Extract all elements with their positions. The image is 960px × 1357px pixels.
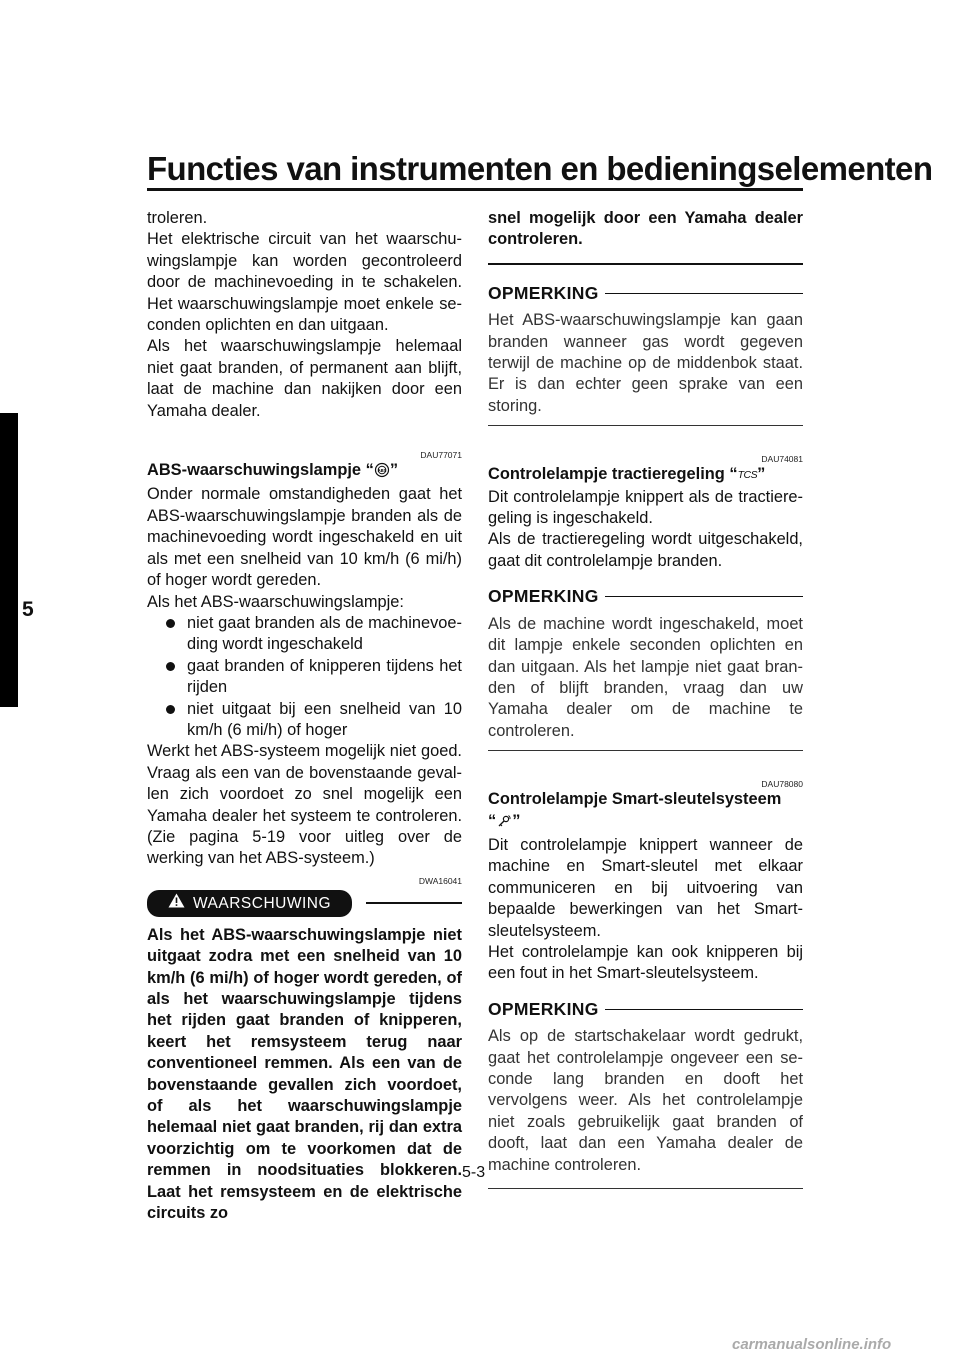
warning-triangle-icon — [168, 893, 185, 914]
note-label: OPMERKING — [488, 586, 599, 607]
note-header-1: OPMERKING — [488, 283, 803, 304]
abs-text-1: Onder normale omstandigheden gaat het AB… — [147, 485, 462, 590]
tcs-text-1: Dit controlelampje knippert als de tract… — [488, 487, 803, 528]
note-rule — [604, 1008, 803, 1010]
abs-text-3: Werkt het ABS-systeem mogelijk niet goed… — [147, 742, 462, 868]
note-text-2: Als de machine wordt ingeschakeld, moet … — [488, 614, 803, 740]
abs-text-2: Als het ABS-waarschuwingslampje: — [147, 592, 404, 611]
note-text-1: Het ABS-waarschuwingslampje kan gaan bra… — [488, 311, 803, 415]
section-code-abs: DAU77071 — [420, 450, 462, 461]
list-item: niet gaat branden als de machinevoe­ding… — [163, 613, 462, 656]
intro-text-2: Het elektrische circuit van het waarschu… — [147, 230, 462, 335]
bullet-icon — [166, 661, 175, 671]
smart-heading: Controlelampje Smart-sleutelsysteem “ ” — [488, 789, 803, 835]
section-code-smart: DAU78080 — [761, 779, 803, 790]
quote-close: ” — [757, 465, 766, 484]
warning-code: DWA16041 — [418, 875, 462, 886]
note-header-2: OPMERKING — [488, 586, 803, 607]
bullet-icon — [166, 704, 175, 714]
warning-badge: WAARSCHUWING — [147, 889, 352, 917]
warning-header: WAARSCHUWING — [147, 889, 462, 917]
abs-bullet-list: niet gaat branden als de machinevoe­ding… — [147, 613, 462, 741]
intro-text-1: troleren. — [147, 209, 208, 227]
section-code-tcs: DAU74081 — [761, 454, 803, 465]
page-title: Functies van instrumenten en bedieningse… — [147, 150, 933, 187]
quote-close: ” — [512, 811, 521, 830]
note-label: OPMERKING — [488, 282, 599, 303]
warning-end-rule — [488, 262, 803, 265]
note-label: OPMERKING — [488, 998, 599, 1019]
watermark: carmanualsonline.info — [732, 1336, 892, 1353]
chapter-tab-number: 5 — [22, 598, 34, 621]
intro-text-3: Als het waarschuwingslampje helemaal nie… — [147, 337, 462, 420]
smart-text-2: Het controlelampje kan ook knipperen bij… — [488, 942, 803, 983]
warning-label: WAARSCHUWING — [192, 894, 332, 912]
abs-heading: ABS-waarschuwingslampje “ABS” — [147, 460, 462, 484]
quote-open: “ — [365, 461, 374, 480]
title-rule — [147, 188, 803, 191]
warning-rule — [366, 902, 462, 905]
smart-key-icon — [496, 813, 512, 835]
note-rule — [604, 293, 803, 295]
abs-warning-icon: ABS — [374, 462, 390, 484]
list-item: niet uitgaat bij een snelheid van 10 km/… — [163, 699, 462, 742]
note-rule — [604, 596, 803, 598]
quote-open: “ — [488, 811, 497, 830]
tcs-heading: Controlelampje tractieregeling “TCS” — [488, 464, 803, 486]
tcs-text-2: Als de tractieregeling wordt uitgeschake… — [488, 530, 803, 570]
note-end-rule — [488, 1188, 803, 1190]
list-item-text: niet gaat branden als de machinevoe­ding… — [187, 613, 462, 654]
svg-text:ABS: ABS — [377, 468, 386, 473]
note-text-3: Als op de startschakelaar wordt gedrukt,… — [488, 1027, 803, 1174]
list-item-text: niet uitgaat bij een snelheid van 10 km/… — [187, 699, 462, 739]
abs-heading-title: ABS-waarschuwingslampje — [147, 461, 362, 480]
list-item: gaat branden of knipperen tijdens het ri… — [163, 656, 462, 699]
quote-open: “ — [729, 465, 738, 484]
right-column: snel mogelijk door een Yamaha dealer con… — [488, 208, 803, 1190]
left-column: troleren. Het elektrische circuit van he… — [147, 208, 462, 1224]
note-header-3: OPMERKING — [488, 999, 803, 1020]
bullet-icon — [166, 618, 175, 628]
note-end-rule — [488, 425, 803, 427]
page-number: 5-3 — [462, 1164, 486, 1181]
list-item-text: gaat branden of knipperen tijdens het ri… — [187, 656, 462, 697]
chapter-tab — [0, 413, 18, 707]
smart-heading-title: Controlelampje Smart-sleutelsysteem — [488, 790, 782, 809]
warning-text: Als het ABS-waarschuwingslampje niet uit… — [147, 925, 462, 1223]
quote-close: ” — [389, 461, 399, 480]
tcs-heading-title: Controlelampje tractieregeling — [488, 465, 725, 484]
note-end-rule — [488, 750, 803, 752]
tcs-icon: TCS — [737, 469, 758, 482]
warning-text-continued: snel mogelijk door een Yamaha dealer con… — [488, 209, 803, 249]
smart-text-1: Dit controlelampje knippert wanneer de m… — [488, 835, 803, 940]
